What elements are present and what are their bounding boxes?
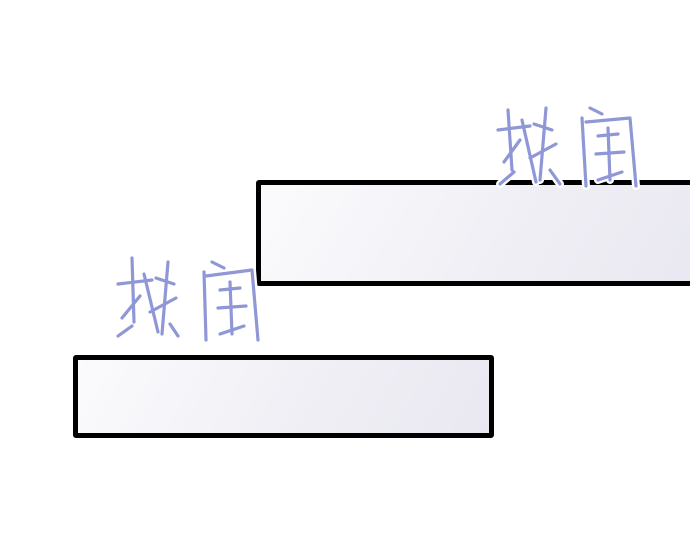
lower-sound-effect: 热闹 (110, 252, 270, 344)
lower-panel-box (73, 355, 494, 438)
upper-sound-effect-lettering: 热闹 (494, 104, 640, 190)
upper-panel-box (256, 180, 690, 286)
lower-sound-effect-lettering: 热闹 (114, 254, 262, 344)
upper-sound-effect: 热闹 (490, 100, 650, 190)
